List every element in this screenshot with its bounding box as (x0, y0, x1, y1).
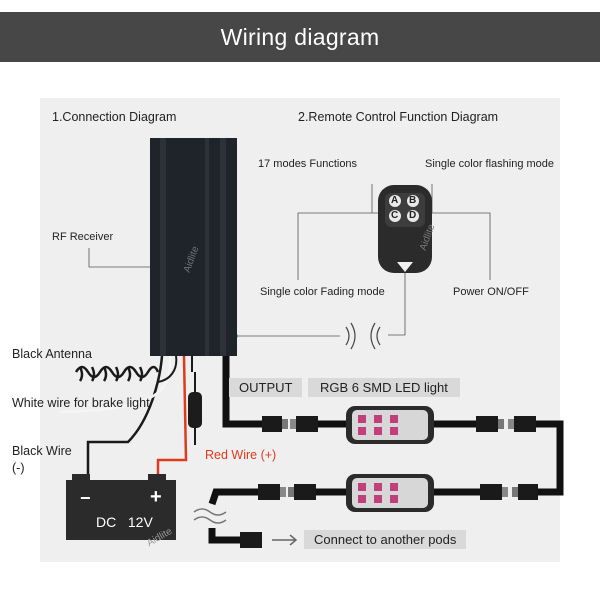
label-connect-pods: Connect to another pods (304, 530, 467, 549)
header-bar: Wiring diagram (0, 12, 600, 62)
connector-7 (288, 484, 316, 500)
battery-minus: − (80, 488, 91, 508)
rf-receiver-module (150, 138, 237, 356)
page-title: Wiring diagram (220, 23, 380, 50)
label-output: OUTPUT (229, 378, 303, 397)
red-wire (156, 355, 188, 480)
label-rgb-led: RGB 6 SMD LED light (308, 378, 460, 397)
connector-1 (262, 416, 288, 432)
connector-3 (476, 416, 504, 432)
connector-8 (258, 484, 286, 500)
remote-button-a: A (391, 195, 399, 206)
label-power: Power ON/OFF (453, 286, 529, 298)
black-wire (86, 355, 164, 480)
antenna-coil-icon (74, 365, 160, 382)
battery-label: DC 12V (96, 514, 153, 530)
label-fading-mode: Single color Fading mode (260, 286, 385, 298)
label-flashing-mode: Single color flashing mode (425, 158, 555, 170)
label-white-wire: White wire for brake light (12, 396, 150, 410)
section-remote-title: 2.Remote Control Function Diagram (298, 110, 499, 124)
remote-control-icon (378, 185, 432, 273)
label-black-wire: Black Wire (12, 444, 72, 458)
led-pod-2 (346, 474, 434, 512)
antenna-lead (157, 355, 178, 383)
remote-button-c: C (391, 210, 399, 221)
connector-9 (240, 532, 262, 548)
signal-waves-icon (345, 322, 381, 350)
battery-plus: + (150, 486, 162, 508)
battery-body (66, 474, 176, 540)
fuse-holder (188, 372, 202, 445)
label-17-modes: 17 modes Functions (258, 158, 358, 170)
white-wire (59, 355, 172, 414)
label-black-wire-sign: (-) (12, 461, 25, 475)
section-connection-title: 1.Connection Diagram (52, 110, 177, 124)
remote-button-d: D (409, 210, 417, 221)
led-pod-1 (346, 406, 434, 444)
arrow-right-icon (272, 534, 298, 546)
output-cable (222, 356, 262, 428)
remote-button-b: B (409, 195, 417, 206)
label-black-antenna: Black Antenna (12, 347, 92, 361)
label-red-wire: Red Wire (+) (205, 448, 277, 462)
connector-2 (290, 416, 318, 432)
connector-6 (480, 484, 508, 500)
connector-4 (508, 416, 536, 432)
cable-break-icon (193, 508, 227, 524)
connector-5 (512, 484, 538, 500)
label-rf-receiver: RF Receiver (52, 231, 114, 243)
